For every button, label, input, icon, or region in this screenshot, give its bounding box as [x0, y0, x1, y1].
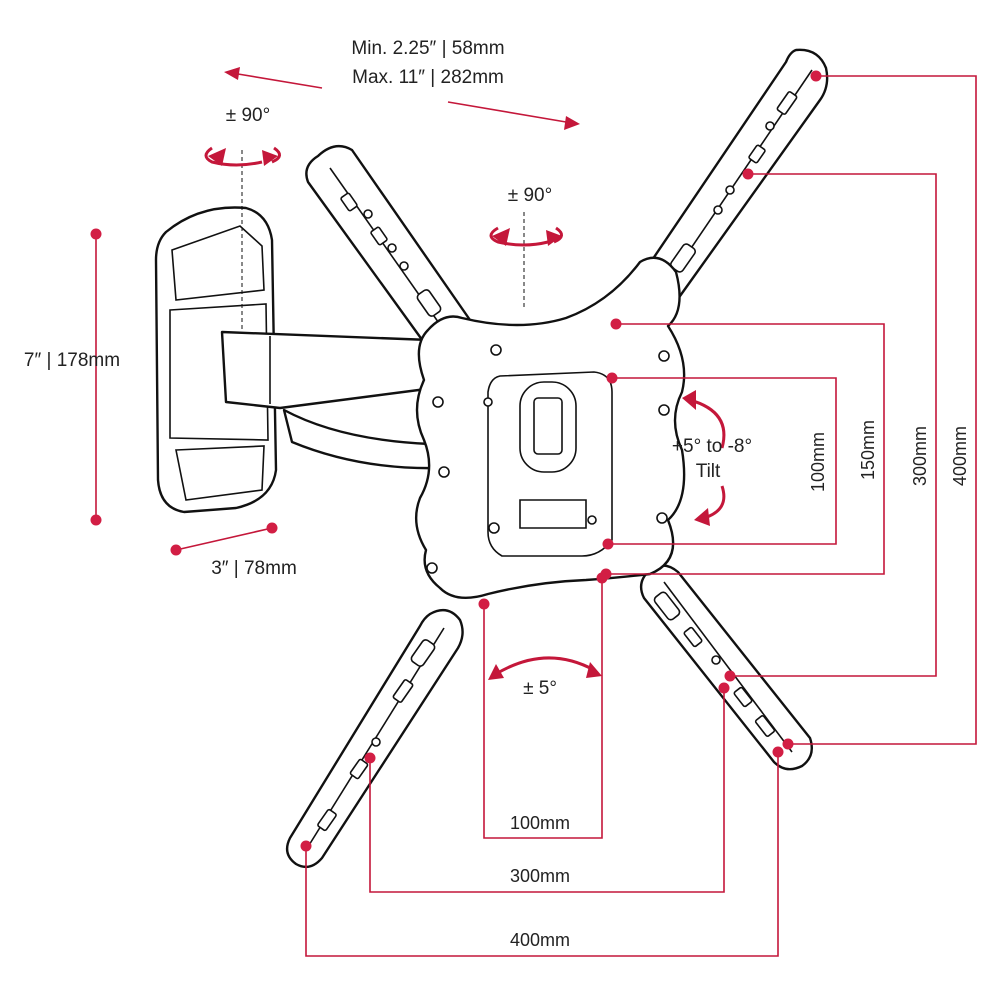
vertical-150-label: 150mm [858, 420, 878, 480]
extension-max-label: Max. 11″ | 282mm [352, 67, 504, 88]
tilt-arrow [682, 390, 726, 526]
depth-dimension-line [175, 527, 273, 551]
labels: Min. 2.25″ | 58mm Max. 11″ | 282mm ± 90°… [24, 38, 970, 950]
vertical-400-line [788, 75, 977, 745]
swivel-plate-label: ± 90° [508, 185, 552, 206]
extension-min-label: Min. 2.25″ | 58mm [351, 38, 504, 59]
swivel-arrow-plate [489, 226, 563, 247]
vertical-300-line [730, 173, 937, 677]
horizontal-100-label: 100mm [510, 813, 570, 833]
vertical-400-label: 400mm [950, 426, 970, 486]
extension-arrow-right [447, 101, 567, 123]
horizontal-400-label: 400mm [510, 930, 570, 950]
arm-upper-left [305, 144, 474, 358]
swivel-wall-label: ± 90° [226, 105, 270, 126]
roll-arrow [488, 656, 602, 680]
wall-plate [154, 206, 278, 514]
vertical-100-line [608, 377, 837, 545]
tilt-range-label: +5° to -8° [672, 436, 752, 457]
vertical-300-label: 300mm [910, 426, 930, 486]
swivel-arrow-wall [204, 146, 281, 167]
vertical-150-line [606, 323, 885, 575]
rotation-arrows [204, 146, 726, 680]
swing-arm [220, 330, 442, 470]
extension-arrow-left [237, 73, 323, 89]
horizontal-400-line [305, 752, 779, 957]
horizontal-300-line [369, 688, 725, 893]
depth-label: 3″ | 78mm [211, 558, 297, 579]
horizontal-300-label: 300mm [510, 866, 570, 886]
arm-lower-left [285, 608, 464, 869]
arm-lower-right [639, 564, 813, 771]
tilt-label: Tilt [696, 461, 721, 482]
horizontal-100-line [483, 578, 603, 839]
height-label: 7″ | 178mm [24, 350, 120, 371]
roll-label: ± 5° [523, 678, 557, 699]
dimension-lines [90, 67, 977, 957]
vesa-plate [414, 256, 686, 600]
vertical-100-label: 100mm [808, 432, 828, 492]
mount-illustration [154, 48, 829, 869]
